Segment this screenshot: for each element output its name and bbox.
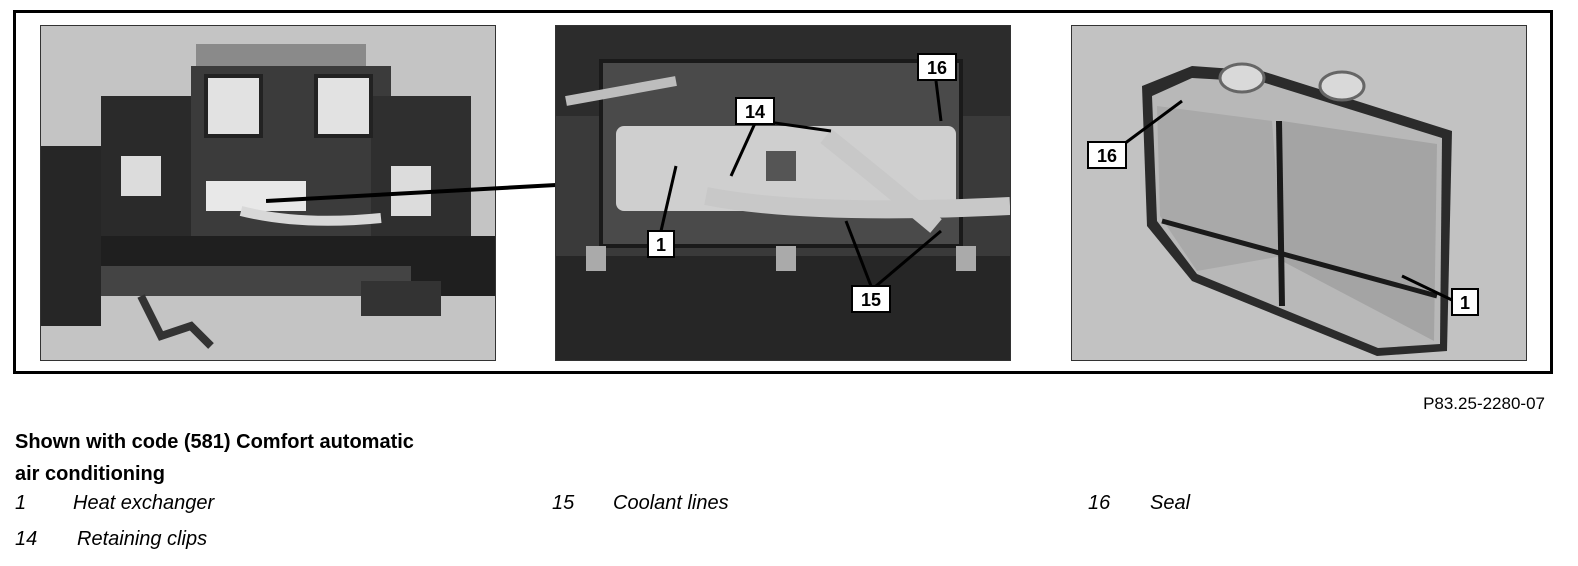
- legend-label: Heat exchanger: [73, 492, 215, 514]
- legend-number: 14: [15, 528, 38, 550]
- legend-label: Seal: [1150, 492, 1191, 514]
- caption-title: Shown with code (581) Comfort automatic …: [15, 431, 414, 485]
- legend-label: Retaining clips: [77, 528, 208, 550]
- legend-number: 16: [1088, 492, 1111, 514]
- figure-frame: 14 16 1 15 16 1: [13, 10, 1553, 374]
- figure-id: P83.25-2280-07: [1423, 394, 1545, 413]
- callout-label: 16: [927, 58, 947, 78]
- detail-photo: 14 16 1 15: [555, 25, 1011, 361]
- pointer-line: [266, 183, 557, 203]
- callout-label: 16: [1097, 146, 1117, 166]
- callout-label: 1: [656, 235, 666, 255]
- legend-label: Coolant lines: [613, 492, 729, 514]
- callout-label: 1: [1460, 293, 1470, 313]
- legend-number: 15: [552, 492, 575, 514]
- legend-number: 1: [15, 492, 27, 514]
- overview-photo: [40, 25, 496, 361]
- callout-label: 14: [745, 102, 765, 122]
- callout-label: 15: [861, 290, 881, 310]
- heat-exchanger-photo: 16 1: [1071, 25, 1527, 361]
